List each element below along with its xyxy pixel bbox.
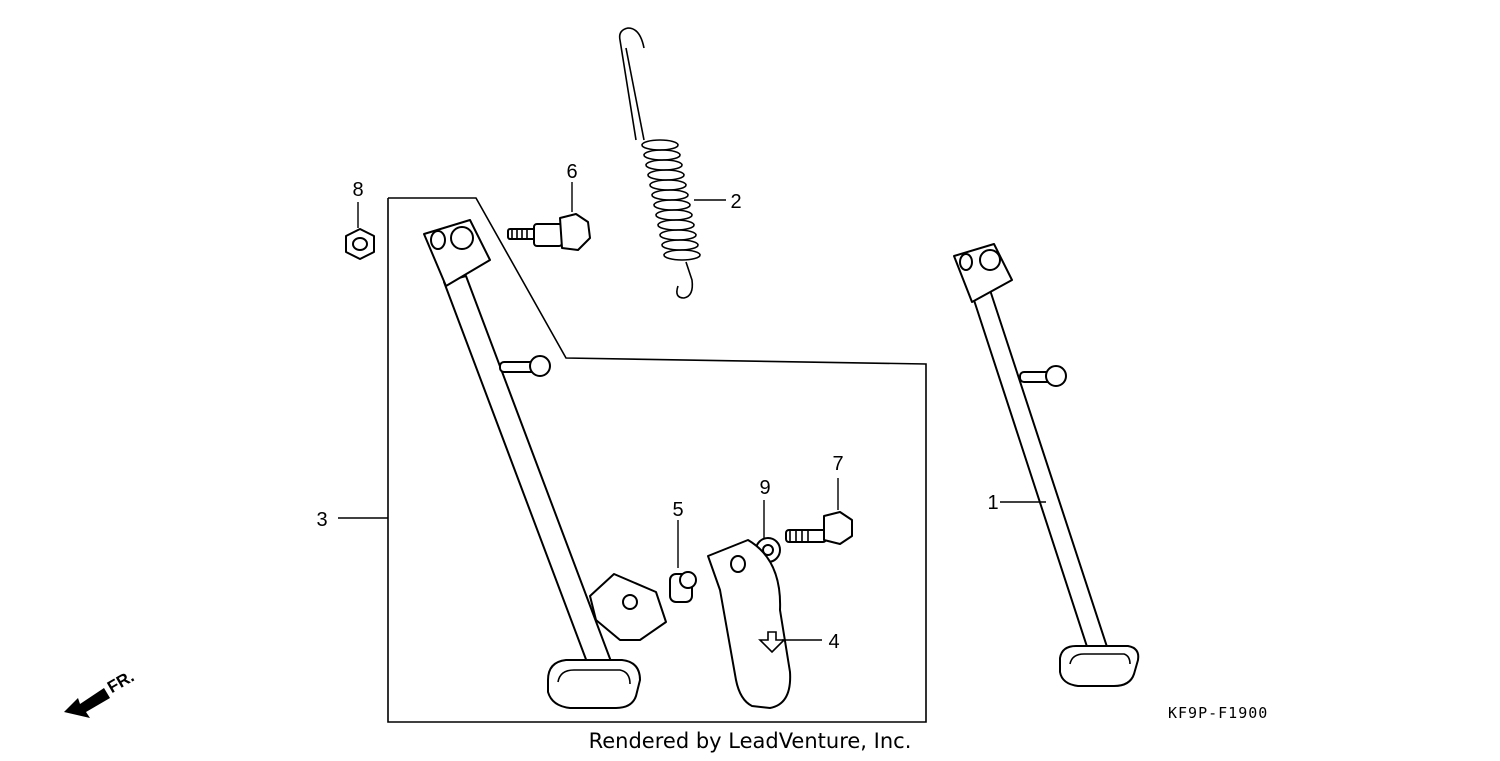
callout-6: 6 <box>566 161 577 183</box>
front-arrow-label: FR. <box>104 667 137 697</box>
footer-credit: Rendered by LeadVenture, Inc. <box>588 729 912 753</box>
drawing-code: KF9P-F1900 <box>1168 704 1269 722</box>
callout-2: 2 <box>730 191 741 213</box>
part-2-spring[interactable] <box>618 27 701 299</box>
part-6-pivot-bolt[interactable] <box>507 213 591 251</box>
assembly-boundary <box>387 197 927 723</box>
callout-8: 8 <box>352 179 363 201</box>
part-7-bolt[interactable] <box>785 511 853 545</box>
part-3-side-stand[interactable] <box>423 219 641 709</box>
part-1-side-stand[interactable] <box>953 243 1140 687</box>
callout-3: 3 <box>316 509 327 531</box>
front-direction-indicator: FR. <box>58 666 158 731</box>
part-8-nut[interactable] <box>345 228 375 260</box>
part-4-stand-rubber[interactable] <box>707 539 792 709</box>
callout-5: 5 <box>672 499 683 521</box>
callout-4: 4 <box>828 631 839 653</box>
callout-7: 7 <box>832 453 843 475</box>
callout-1: 1 <box>987 492 998 514</box>
callout-9: 9 <box>759 477 770 499</box>
front-arrow-icon: FR. <box>64 667 137 718</box>
part-5-collar[interactable] <box>669 571 697 603</box>
switch-bracket <box>589 573 667 641</box>
